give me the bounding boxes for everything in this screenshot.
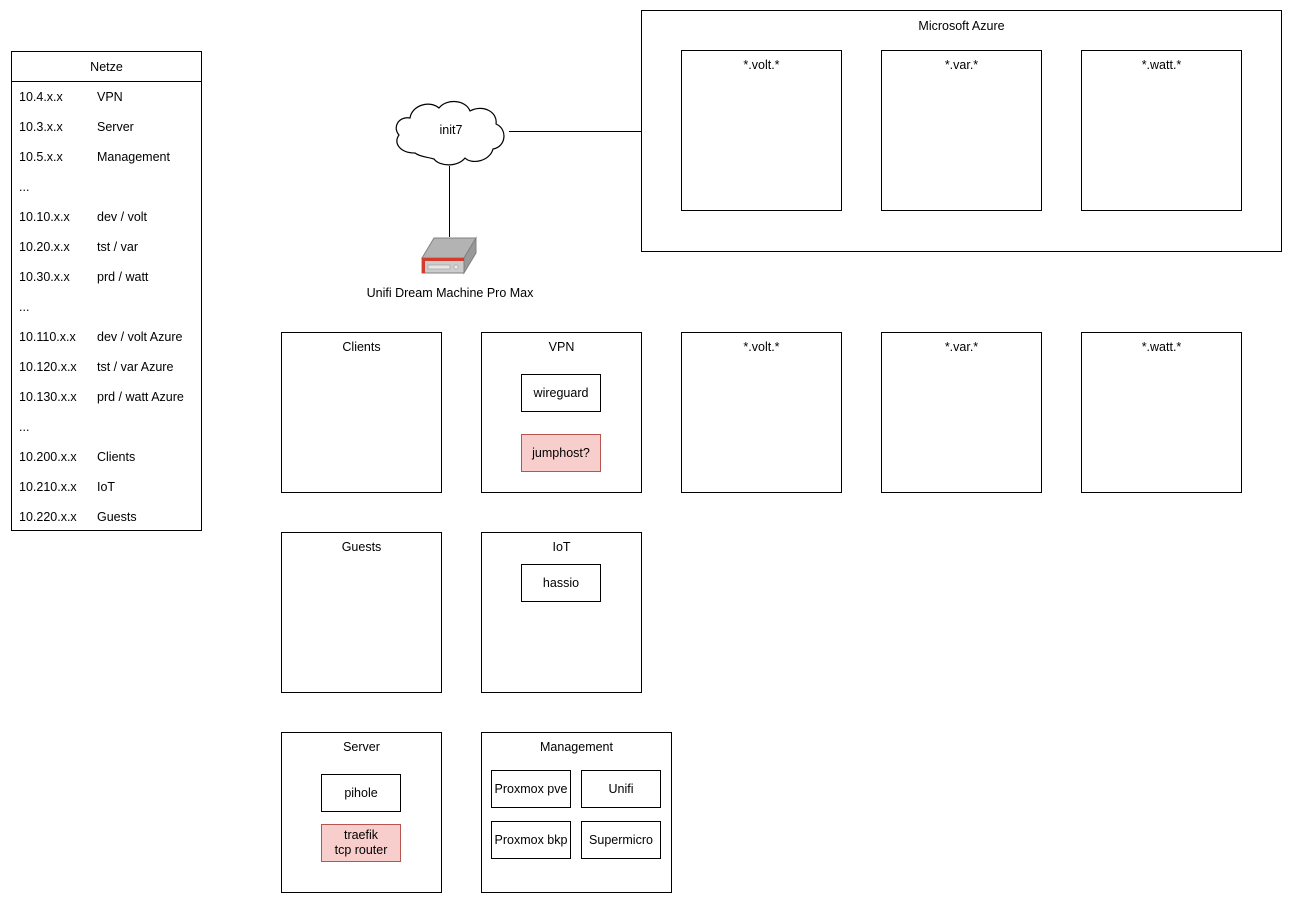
netze-row: 10.220.x.x Guests: [12, 502, 201, 532]
azure-env-var-label: *.var.*: [944, 58, 979, 72]
vlan-watt: *.watt.*: [1081, 332, 1242, 493]
netze-row-separator: ...: [12, 292, 201, 322]
vlan-var-title: *.var.*: [944, 340, 979, 354]
vlan-clients-title: Clients: [342, 340, 381, 354]
netze-cidr: 10.5.x.x: [19, 150, 63, 164]
netze-row: 10.20.x.x tst / var: [12, 232, 201, 262]
netze-row: 10.30.x.x prd / watt: [12, 262, 201, 292]
netze-name: prd / watt Azure: [97, 390, 184, 404]
netze-name: VPN: [97, 90, 123, 104]
link-cloud-to-router: [449, 166, 450, 237]
vlan-watt-title: *.watt.*: [1141, 340, 1182, 354]
netze-row: 10.5.x.x Management: [12, 142, 201, 172]
netze-cidr: 10.200.x.x: [19, 450, 77, 464]
netze-table-header: Netze: [12, 52, 201, 82]
netze-name: IoT: [97, 480, 116, 494]
netze-row: 10.200.x.x Clients: [12, 442, 201, 472]
netze-row: 10.3.x.x Server: [12, 112, 201, 142]
router-label: Unifi Dream Machine Pro Max: [366, 286, 534, 300]
vlan-vpn-title: VPN: [548, 340, 575, 354]
netze-row: 10.10.x.x dev / volt: [12, 202, 201, 232]
netze-name: Guests: [97, 510, 137, 524]
node-traefik-tcp-router[interactable]: traefik tcp router: [321, 824, 401, 862]
vlan-iot-title: IoT: [552, 540, 571, 554]
netze-row: 10.130.x.x prd / watt Azure: [12, 382, 201, 412]
netze-name: dev / volt: [97, 210, 148, 224]
node-supermicro[interactable]: Supermicro: [581, 821, 661, 859]
link-cloud-to-azure: [509, 131, 641, 132]
vlan-volt: *.volt.*: [681, 332, 842, 493]
node-pihole[interactable]: pihole: [321, 774, 401, 812]
netze-row: 10.4.x.x VPN: [12, 82, 201, 112]
netze-name: Server: [97, 120, 134, 134]
vlan-guests-title: Guests: [341, 540, 382, 554]
vlan-clients: Clients: [281, 332, 442, 493]
netze-cidr: 10.120.x.x: [19, 360, 77, 374]
netze-name: Clients: [97, 450, 136, 464]
netze-name: prd / watt: [97, 270, 149, 284]
vlan-server: Server pihole traefik tcp router: [281, 732, 442, 893]
netze-cidr: 10.3.x.x: [19, 120, 63, 134]
router-device: [418, 236, 480, 282]
netze-name: tst / var: [97, 240, 138, 254]
netze-cidr: 10.130.x.x: [19, 390, 77, 404]
netze-name: tst / var Azure: [97, 360, 174, 374]
cloud-icon: [395, 101, 505, 166]
netze-cidr: 10.220.x.x: [19, 510, 77, 524]
vlan-volt-title: *.volt.*: [743, 340, 780, 354]
azure-title: Microsoft Azure: [918, 19, 1005, 33]
azure-env-watt-label: *.watt.*: [1141, 58, 1182, 72]
netze-cidr: 10.110.x.x: [19, 330, 76, 344]
netze-cidr: 10.20.x.x: [19, 240, 70, 254]
netze-row: 10.110.x.x dev / volt Azure: [12, 322, 201, 352]
vlan-management: Management Proxmox pve Unifi Proxmox bkp…: [481, 732, 672, 893]
vlan-server-title: Server: [343, 740, 380, 754]
node-wireguard[interactable]: wireguard: [521, 374, 601, 412]
netze-name: Management: [97, 150, 170, 164]
node-proxmox-bkp[interactable]: Proxmox bkp: [491, 821, 571, 859]
vlan-management-title: Management: [540, 740, 613, 754]
azure-env-volt: *.volt.*: [681, 50, 842, 211]
netze-cidr: 10.30.x.x: [19, 270, 70, 284]
netze-row-separator: ...: [12, 172, 201, 202]
netze-row: 10.120.x.x tst / var Azure: [12, 352, 201, 382]
netze-cidr: 10.210.x.x: [19, 480, 77, 494]
netze-cidr: ...: [19, 180, 30, 194]
netze-cidr: ...: [19, 420, 30, 434]
node-hassio[interactable]: hassio: [521, 564, 601, 602]
node-proxmox-pve[interactable]: Proxmox pve: [491, 770, 571, 808]
vlan-iot: IoT hassio: [481, 532, 642, 693]
vlan-guests: Guests: [281, 532, 442, 693]
netze-cidr: 10.4.x.x: [19, 90, 63, 104]
azure-env-volt-label: *.volt.*: [743, 58, 780, 72]
netze-table: Netze 10.4.x.x VPN 10.3.x.x Server 10.5.…: [11, 51, 202, 531]
node-jumphost[interactable]: jumphost?: [521, 434, 601, 472]
azure-env-var: *.var.*: [881, 50, 1042, 211]
internet-cloud-label: init7: [439, 123, 463, 137]
internet-cloud: init7: [390, 97, 512, 169]
netze-name: dev / volt Azure: [97, 330, 183, 344]
netze-cidr: 10.10.x.x: [19, 210, 70, 224]
azure-env-watt: *.watt.*: [1081, 50, 1242, 211]
router-icon: [421, 236, 477, 275]
netze-row-separator: ...: [12, 412, 201, 442]
vlan-vpn: VPN wireguard jumphost?: [481, 332, 642, 493]
vlan-var: *.var.*: [881, 332, 1042, 493]
netze-row: 10.210.x.x IoT: [12, 472, 201, 502]
netze-cidr: ...: [19, 300, 30, 314]
node-unifi[interactable]: Unifi: [581, 770, 661, 808]
